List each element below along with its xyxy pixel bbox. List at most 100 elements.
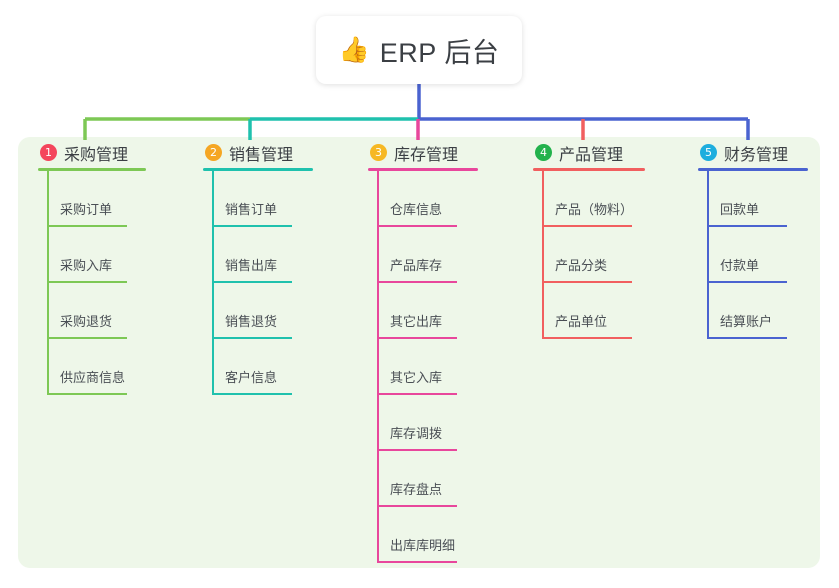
root-node[interactable]: 👍 ERP 后台 bbox=[316, 16, 522, 84]
branch-item-label: 产品分类 bbox=[555, 258, 608, 273]
branch-item[interactable]: 产品分类 bbox=[533, 227, 663, 283]
branch-item[interactable]: 客户信息 bbox=[203, 339, 333, 395]
branch-item-underline bbox=[47, 225, 127, 227]
branch-item[interactable]: 产品库存 bbox=[368, 227, 498, 283]
branch-item[interactable]: 结算账户 bbox=[698, 283, 820, 339]
branch-item-label: 库存盘点 bbox=[390, 482, 443, 497]
branch-header-5[interactable]: 5 财务管理 bbox=[698, 137, 820, 168]
branch-number-badge: 3 bbox=[370, 144, 387, 161]
branch-item-underline bbox=[47, 393, 127, 395]
branch-item-list: 销售订单销售出库销售退货客户信息 bbox=[203, 171, 333, 395]
branch-item-list: 产品（物料） 产品分类产品单位 bbox=[533, 171, 663, 339]
branch-item-underline bbox=[212, 337, 292, 339]
branch-item-underline bbox=[542, 225, 632, 227]
branch-item-underline bbox=[377, 393, 457, 395]
branch-item-label: 出库库明细 bbox=[390, 538, 456, 553]
branch-item-list: 回款单付款单结算账户 bbox=[698, 171, 820, 339]
branch-item-label: 采购订单 bbox=[60, 202, 113, 217]
branch-item[interactable]: 仓库信息 bbox=[368, 171, 498, 227]
branch-spine bbox=[707, 171, 709, 339]
branch-spine bbox=[377, 171, 379, 563]
branch-item-label: 产品（物料） bbox=[555, 202, 634, 217]
branch-item-label: 供应商信息 bbox=[60, 370, 126, 385]
branch-item[interactable]: 产品单位 bbox=[533, 283, 663, 339]
branch-column-3: 3 库存管理仓库信息产品库存其它出库其它入库库存调拨库存盘点出库库明细 bbox=[368, 137, 498, 563]
branch-title: 库存管理 bbox=[394, 146, 459, 164]
branch-item[interactable]: 库存调拨 bbox=[368, 395, 498, 451]
branch-title: 产品管理 bbox=[559, 146, 624, 164]
branch-number-badge: 1 bbox=[40, 144, 57, 161]
branch-item-label: 仓库信息 bbox=[390, 202, 443, 217]
branch-item-underline bbox=[377, 561, 457, 563]
branch-number-badge: 5 bbox=[700, 144, 717, 161]
branch-item[interactable]: 采购订单 bbox=[38, 171, 178, 227]
branch-item[interactable]: 采购退货 bbox=[38, 283, 178, 339]
branch-item-label: 结算账户 bbox=[720, 314, 773, 329]
branch-underline bbox=[698, 168, 808, 171]
branch-title: 采购管理 bbox=[64, 146, 129, 164]
branch-item-underline bbox=[212, 393, 292, 395]
branch-header-1[interactable]: 1 采购管理 bbox=[38, 137, 178, 168]
branch-underline bbox=[533, 168, 645, 171]
branch-item-underline bbox=[707, 281, 787, 283]
branch-item-label: 其它出库 bbox=[390, 314, 443, 329]
branch-item[interactable]: 出库库明细 bbox=[368, 507, 498, 563]
branch-item-list: 仓库信息产品库存其它出库其它入库库存调拨库存盘点出库库明细 bbox=[368, 171, 498, 563]
thumbs-up-icon: 👍 bbox=[338, 35, 370, 64]
branch-item[interactable]: 其它入库 bbox=[368, 339, 498, 395]
branch-item-underline bbox=[212, 225, 292, 227]
branch-item[interactable]: 采购入库 bbox=[38, 227, 178, 283]
branch-item[interactable]: 供应商信息 bbox=[38, 339, 178, 395]
branch-item-label: 客户信息 bbox=[225, 370, 278, 385]
branch-item-underline bbox=[542, 281, 632, 283]
root-title: ERP 后台 bbox=[379, 37, 500, 68]
branch-item-underline bbox=[47, 337, 127, 339]
branch-item[interactable]: 产品（物料） bbox=[533, 171, 663, 227]
branch-item-label: 采购退货 bbox=[60, 314, 113, 329]
branch-item[interactable]: 销售订单 bbox=[203, 171, 333, 227]
branch-item-label: 销售退货 bbox=[225, 314, 278, 329]
branch-item-list: 采购订单采购入库采购退货供应商信息 bbox=[38, 171, 178, 395]
branch-item-label: 产品库存 bbox=[390, 258, 443, 273]
branch-item-label: 回款单 bbox=[720, 202, 760, 217]
branch-column-5: 5 财务管理回款单付款单结算账户 bbox=[698, 137, 820, 339]
branch-item-underline bbox=[707, 225, 787, 227]
branch-item-label: 产品单位 bbox=[555, 314, 608, 329]
branch-item-underline bbox=[212, 281, 292, 283]
branch-item-label: 销售出库 bbox=[225, 258, 278, 273]
branch-title: 财务管理 bbox=[724, 146, 789, 164]
branch-item-underline bbox=[377, 281, 457, 283]
branches-panel bbox=[18, 137, 820, 568]
branch-header-3[interactable]: 3 库存管理 bbox=[368, 137, 498, 168]
branch-item-underline bbox=[542, 337, 632, 339]
branch-item-underline bbox=[707, 337, 787, 339]
branch-item-underline bbox=[377, 449, 457, 451]
branch-underline bbox=[203, 168, 313, 171]
branch-item-underline bbox=[377, 225, 457, 227]
branch-item[interactable]: 其它出库 bbox=[368, 283, 498, 339]
branch-spine bbox=[212, 171, 214, 395]
branch-item-underline bbox=[377, 505, 457, 507]
branch-item[interactable]: 回款单 bbox=[698, 171, 820, 227]
branch-item[interactable]: 付款单 bbox=[698, 227, 820, 283]
branch-item[interactable]: 库存盘点 bbox=[368, 451, 498, 507]
branch-item[interactable]: 销售出库 bbox=[203, 227, 333, 283]
branch-item-label: 付款单 bbox=[720, 258, 760, 273]
branch-item-label: 其它入库 bbox=[390, 370, 443, 385]
branch-underline bbox=[38, 168, 146, 171]
branch-item-label: 库存调拨 bbox=[390, 426, 443, 441]
branch-spine bbox=[542, 171, 544, 339]
branch-column-1: 1 采购管理采购订单采购入库采购退货供应商信息 bbox=[38, 137, 178, 395]
branch-item[interactable]: 销售退货 bbox=[203, 283, 333, 339]
branch-number-badge: 2 bbox=[205, 144, 222, 161]
branch-item-underline bbox=[377, 337, 457, 339]
branch-spine bbox=[47, 171, 49, 395]
branch-item-label: 采购入库 bbox=[60, 258, 113, 273]
